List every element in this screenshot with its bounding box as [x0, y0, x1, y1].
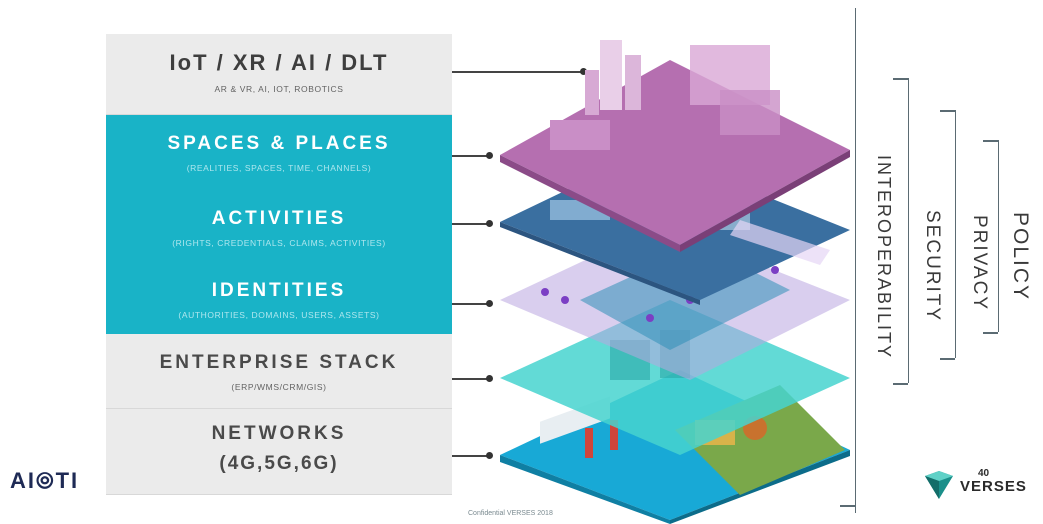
- bracket-tick: [983, 332, 998, 334]
- security-label: SECURITY: [922, 210, 943, 323]
- connector-dot: [486, 220, 493, 227]
- security-bracket: [908, 78, 909, 383]
- layer-title: IDENTITIES: [211, 280, 347, 301]
- connector-dot: [486, 452, 493, 459]
- layer-activities: ACTIVITIES (RIGHTS, CREDENTIALS, CLAIMS,…: [106, 190, 452, 262]
- bracket-tick: [893, 383, 908, 385]
- layer-title: ENTERPRISE STACK: [159, 352, 399, 373]
- connector-line: [452, 155, 488, 157]
- layer-title: ACTIVITIES: [211, 208, 347, 229]
- layer-enterprise-stack: ENTERPRISE STACK (ERP/WMS/CRM/GIS): [106, 334, 452, 409]
- connector-dot: [486, 375, 493, 382]
- connector-line: [452, 378, 488, 380]
- layer-spaces-places: SPACES & PLACES (REALITIES, SPACES, TIME…: [106, 115, 452, 190]
- verses-logo: 40 VERSES: [922, 468, 1026, 507]
- policy-bracket: [998, 140, 999, 332]
- policy-label: POLICY: [1009, 212, 1032, 302]
- layer-identities: IDENTITIES (AUTHORITIES, DOMAINS, USERS,…: [106, 262, 452, 334]
- layer-title: SPACES & PLACES: [167, 133, 391, 154]
- bracket-tick: [940, 358, 955, 360]
- layer-subtitle: (RIGHTS, CREDENTIALS, CLAIMS, ACTIVITIES…: [172, 238, 386, 248]
- layer-networks: NETWORKS (4G,5G,6G): [106, 409, 452, 495]
- layer-subtitle: AR & VR, AI, IOT, ROBOTICS: [214, 84, 344, 94]
- interoperability-bracket: [855, 8, 856, 513]
- bracket-tick: [840, 505, 856, 507]
- connector-line: [452, 71, 582, 73]
- layer-title: NETWORKS: [211, 423, 347, 444]
- bracket-tick: [893, 78, 908, 80]
- bracket-tick: [983, 140, 998, 142]
- layer-subtitle: (4G,5G,6G): [219, 453, 339, 474]
- privacy-bracket: [955, 110, 956, 358]
- bracket-tick: [940, 110, 955, 112]
- verses-diamond-icon: [925, 471, 953, 499]
- layer-title: IoT / XR / AI / DLT: [169, 50, 389, 75]
- aioti-logo: AI⦾TI: [10, 468, 80, 493]
- isometric-city-layers-illustration: [500, 40, 850, 524]
- privacy-label: PRIVACY: [969, 215, 990, 312]
- connector-dot: [580, 68, 587, 75]
- confidential-footer: Confidential VERSES 2018: [468, 510, 553, 517]
- connector-line: [452, 223, 488, 225]
- layer-subtitle: (REALITIES, SPACES, TIME, CHANNELS): [186, 163, 372, 173]
- connector-line: [452, 303, 488, 305]
- connector-line: [452, 455, 488, 457]
- interoperability-label: INTEROPERABILITY: [874, 155, 894, 360]
- layer-spaces-illustration: [500, 40, 850, 252]
- connector-dot: [486, 300, 493, 307]
- layer-stack: IoT / XR / AI / DLT AR & VR, AI, IOT, RO…: [106, 34, 452, 495]
- verses-badge: 40: [978, 468, 990, 479]
- verses-wordmark: VERSES: [960, 478, 1027, 495]
- layer-subtitle: (ERP/WMS/CRM/GIS): [231, 382, 327, 392]
- layer-subtitle: (AUTHORITIES, DOMAINS, USERS, ASSETS): [178, 310, 380, 320]
- connector-dot: [486, 152, 493, 159]
- layer-iot: IoT / XR / AI / DLT AR & VR, AI, IOT, RO…: [106, 34, 452, 115]
